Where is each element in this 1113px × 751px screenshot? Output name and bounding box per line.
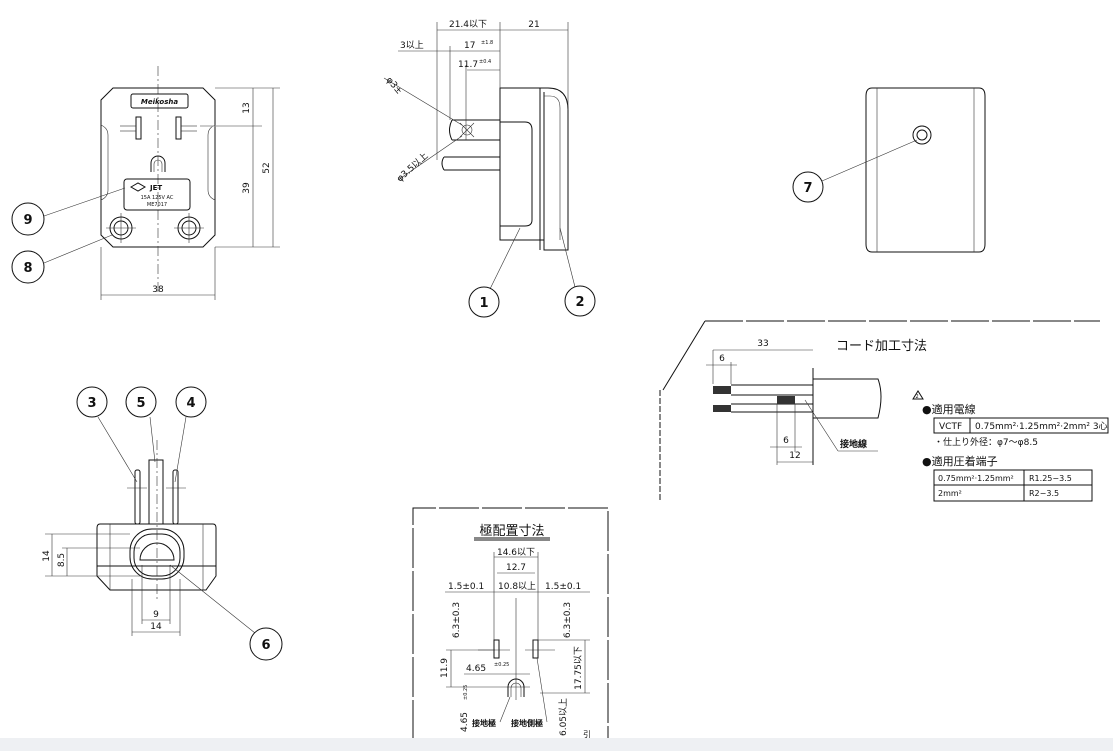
- svg-text:15A 125V AC: 15A 125V AC: [141, 195, 174, 201]
- blade-left: [135, 116, 142, 140]
- blade: [449, 119, 500, 141]
- svg-text:4.65: 4.65: [466, 664, 486, 674]
- side-view: 21.4以下 21 3以上 17 ±1.8 11.7 ±0.4 φ3± φ3.5…: [384, 20, 596, 318]
- callout-4: 4: [186, 396, 195, 411]
- svg-text:0.75mm²·1.25mm²·2mm² 3心: 0.75mm²·1.25mm²·2mm² 3心: [975, 421, 1108, 432]
- svg-text:14.6以下: 14.6以下: [497, 548, 535, 558]
- svg-text:引: 引: [583, 730, 591, 739]
- svg-text:2mm²: 2mm²: [938, 489, 962, 498]
- callout-8: 8: [23, 261, 32, 276]
- svg-text:17: 17: [464, 41, 475, 51]
- svg-text:JET: JET: [149, 184, 162, 192]
- svg-text:±0.4: ±0.4: [479, 59, 491, 65]
- svg-text:2: 2: [916, 394, 919, 400]
- blade-right: [175, 116, 182, 140]
- svg-text:4.65: 4.65: [460, 712, 470, 732]
- svg-text:12.7: 12.7: [506, 563, 526, 573]
- svg-text:3以上: 3以上: [400, 40, 424, 51]
- svg-text:21: 21: [528, 20, 539, 30]
- svg-text:6: 6: [719, 354, 725, 364]
- cord-title: コード加工寸法: [836, 339, 927, 354]
- callout-3: 3: [87, 396, 96, 411]
- cord-processing-section: コード加工寸法 33 6 6 12 接地線 2 ●適用電線 VCTF 0.75m…: [659, 320, 1109, 502]
- svg-text:6: 6: [783, 436, 789, 446]
- terminal-table: 0.75mm²·1.25mm² R1.25−3.5 2mm² R2−3.5: [933, 469, 1093, 502]
- pole-layout-section: 極配置寸法 14.6以下 12.7 1.5±0.1 10.8以上 1.5±0.1…: [412, 507, 609, 740]
- svg-text:R1.25−3.5: R1.25−3.5: [1029, 474, 1072, 483]
- callout-5: 5: [136, 396, 145, 411]
- svg-text:38: 38: [152, 285, 164, 295]
- svg-text:±0.25: ±0.25: [494, 662, 509, 668]
- svg-text:39: 39: [242, 182, 252, 194]
- front-view: Meikosha JET 15A 125V AC ME7017 13 39 52…: [11, 66, 280, 300]
- svg-text:0.75mm²·1.25mm²: 0.75mm²·1.25mm²: [938, 474, 1014, 483]
- svg-text:接地極: 接地極: [472, 718, 496, 728]
- svg-text:±0.25: ±0.25: [463, 685, 469, 700]
- ground-pin: [150, 155, 166, 172]
- svg-text:11.7: 11.7: [458, 60, 478, 70]
- bottom-strip: [0, 738, 1113, 751]
- rear-view: 7: [792, 87, 986, 253]
- pole-layout-title: 極配置寸法: [479, 523, 544, 539]
- svg-text:52: 52: [262, 162, 272, 173]
- svg-text:VCTF: VCTF: [939, 422, 962, 432]
- svg-text:6.3±0.3: 6.3±0.3: [563, 602, 573, 638]
- svg-text:33: 33: [757, 339, 768, 349]
- svg-text:17.75以下: 17.75以下: [574, 646, 584, 690]
- logo-plate: [130, 93, 189, 109]
- svg-text:●適用電線: ●適用電線: [922, 402, 976, 416]
- callout-2: 2: [575, 295, 584, 310]
- svg-text:6.05以上: 6.05以上: [558, 698, 569, 736]
- callout-7: 7: [803, 181, 812, 196]
- svg-text:11.9: 11.9: [440, 658, 450, 678]
- svg-text:1.5±0.1: 1.5±0.1: [448, 582, 484, 592]
- svg-text:R2−3.5: R2−3.5: [1029, 489, 1059, 498]
- svg-text:●適用圧着端子: ●適用圧着端子: [922, 454, 998, 468]
- svg-text:9: 9: [153, 610, 159, 620]
- svg-text:φ3±: φ3±: [384, 76, 404, 97]
- svg-text:ME7017: ME7017: [147, 202, 167, 208]
- bottom-view: 14 8.5 9 14 3 5 4 6: [42, 386, 283, 661]
- svg-text:φ3.5以上: φ3.5以上: [395, 150, 431, 184]
- svg-text:・仕上り外径：φ7〜φ8.5: ・仕上り外径：φ7〜φ8.5: [934, 436, 1038, 448]
- svg-text:12: 12: [789, 451, 800, 461]
- svg-text:13: 13: [242, 102, 252, 113]
- svg-text:14: 14: [42, 550, 52, 562]
- callout-6: 6: [261, 638, 270, 653]
- wire-table: VCTF 0.75mm²·1.25mm²·2mm² 3心: [933, 417, 1109, 434]
- svg-text:10.8以上: 10.8以上: [498, 581, 536, 592]
- logo: Meikosha: [141, 98, 178, 106]
- callout-9: 9: [23, 213, 32, 228]
- svg-text:接地側極: 接地側極: [511, 718, 543, 728]
- center-pin: [148, 459, 164, 525]
- svg-text:8.5: 8.5: [57, 553, 67, 567]
- svg-text:±1.8: ±1.8: [481, 40, 493, 46]
- svg-text:1.5±0.1: 1.5±0.1: [545, 582, 581, 592]
- svg-text:14: 14: [150, 622, 162, 632]
- svg-text:6.3±0.3: 6.3±0.3: [452, 602, 462, 638]
- callout-1: 1: [479, 296, 488, 311]
- svg-text:接地線: 接地線: [840, 438, 867, 450]
- ground-pin: [441, 156, 500, 171]
- rating-label: [123, 178, 191, 211]
- svg-text:21.4以下: 21.4以下: [449, 20, 487, 30]
